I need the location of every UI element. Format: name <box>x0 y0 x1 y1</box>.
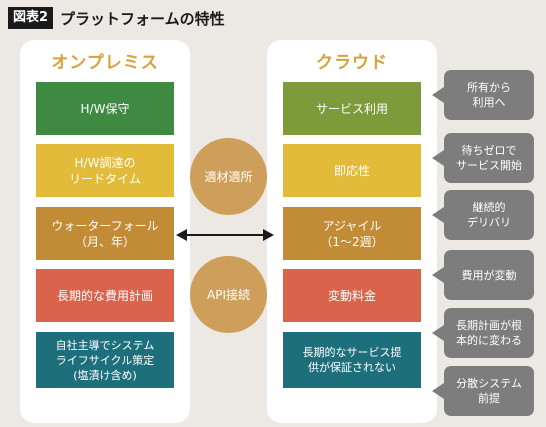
cloud-header: クラウド <box>316 53 388 73</box>
callout-variable-cost: 費用が変動 <box>432 250 534 300</box>
callout-distributed-systems: 分散システム 前提 <box>432 366 534 416</box>
onprem-header: オンプレミス <box>51 53 159 73</box>
figure-title: 図表2 プラットフォームの特性 <box>8 6 225 30</box>
callout-long-term-plan: 長期計画が根 本的に変わる <box>432 308 534 358</box>
cloud-box-service-use: サービス利用 <box>283 82 421 135</box>
cloud-box-variable-pricing: 変動料金 <box>283 269 421 322</box>
callout-continuous-delivery: 継続的 デリバリ <box>432 190 534 240</box>
cloud-box-agile: アジャイル （1〜2週） <box>283 207 421 260</box>
callout-ownership-to-use: 所有から 利用へ <box>432 70 534 120</box>
onprem-box-lifecycle: 自社主導でシステム ライフサイクル策定 (塩漬け含め) <box>36 332 174 388</box>
onprem-box-waterfall: ウォーターフォール （月、年） <box>36 207 174 260</box>
onprem-box-procurement-leadtime: H/W調達の リードタイム <box>36 144 174 197</box>
onprem-box-hw-maintenance: H/W保守 <box>36 82 174 135</box>
cloud-panel: クラウド サービス利用 即応性 アジャイル （1〜2週） 変動料金 長期的なサー… <box>267 40 437 423</box>
callout-zero-wait: 待ちゼロで サービス開始 <box>432 133 534 183</box>
figure-label: 図表2 <box>8 7 54 29</box>
cloud-box-agility: 即応性 <box>283 144 421 197</box>
onprem-box-cost-planning: 長期的な費用計画 <box>36 269 174 322</box>
right-place-circle: 適材適所 <box>190 138 267 215</box>
api-connection-circle: API接続 <box>190 256 267 333</box>
figure-title-text: プラットフォームの特性 <box>60 9 225 28</box>
double-arrow-icon <box>176 229 274 241</box>
onprem-panel: オンプレミス H/W保守 H/W調達の リードタイム ウォーターフォール （月、… <box>20 40 190 423</box>
cloud-box-no-guarantee: 長期的なサービス提 供が保証されない <box>283 332 421 388</box>
